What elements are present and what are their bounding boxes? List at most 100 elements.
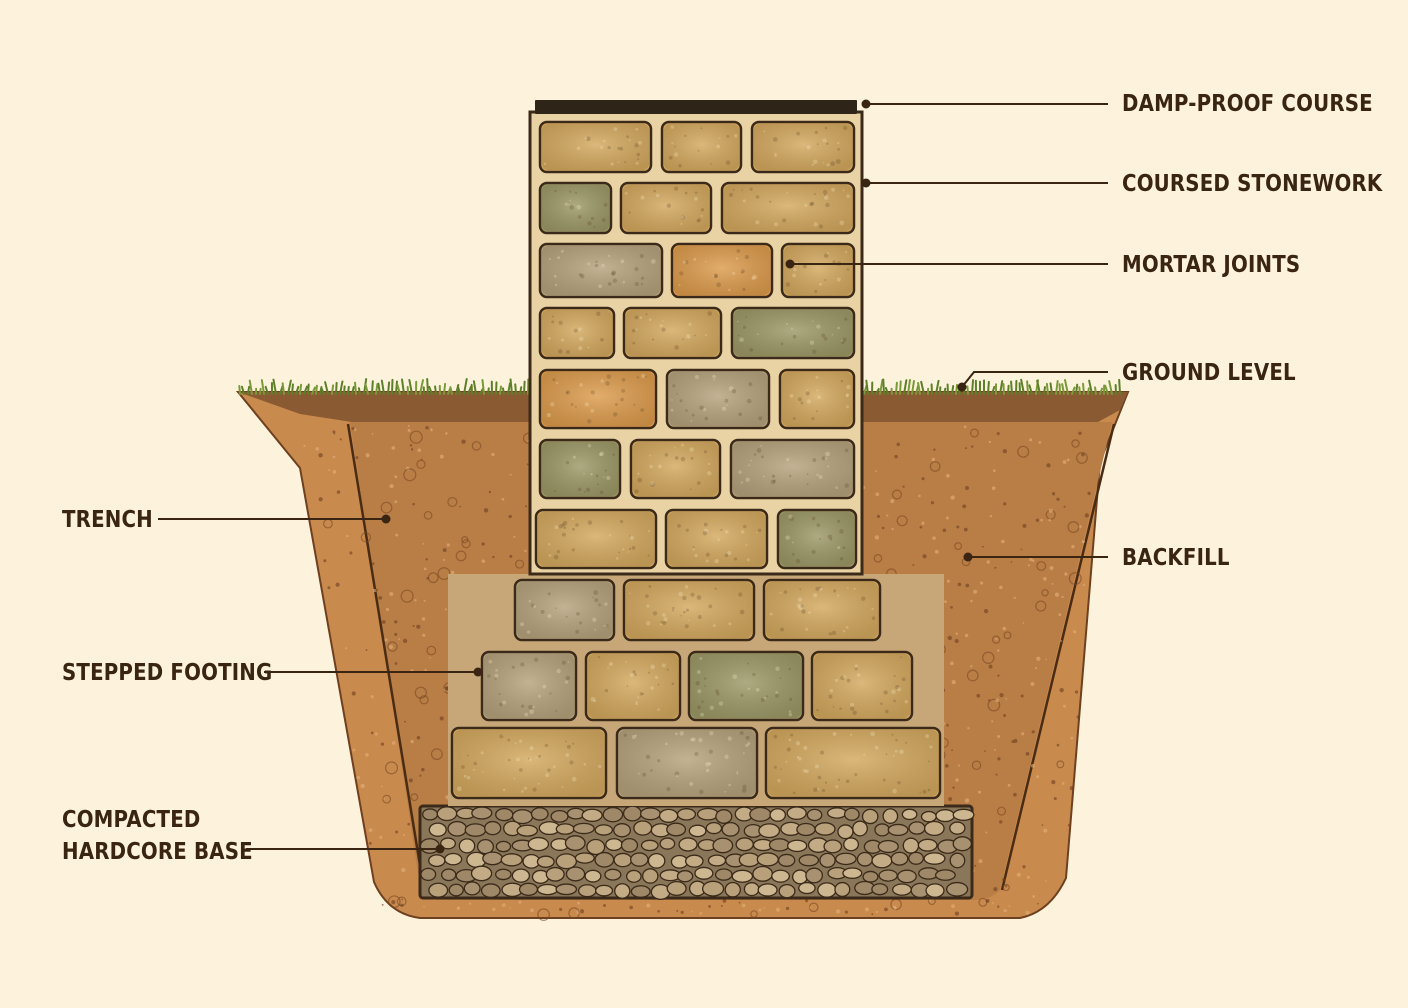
soil-speck bbox=[945, 516, 949, 520]
stone-texture bbox=[456, 786, 462, 792]
soil-speck bbox=[382, 794, 392, 804]
soil-speck bbox=[1056, 743, 1060, 747]
stone-texture bbox=[788, 738, 792, 742]
soil-speck bbox=[1002, 449, 1007, 454]
stone-texture bbox=[751, 276, 755, 280]
soil-speck bbox=[407, 428, 411, 432]
stone-texture bbox=[705, 559, 709, 563]
hardcore-pebble bbox=[806, 808, 823, 822]
stone-texture bbox=[593, 699, 597, 703]
soil-speck bbox=[1005, 697, 1008, 700]
soil-speck bbox=[896, 442, 900, 447]
soil-speck bbox=[332, 469, 337, 474]
grass-blade bbox=[519, 386, 523, 395]
stone-texture bbox=[533, 605, 536, 608]
soil-speck bbox=[1022, 523, 1027, 528]
stone-texture bbox=[671, 609, 675, 612]
hardcore-pebble bbox=[688, 824, 707, 838]
stone-texture bbox=[473, 761, 478, 766]
soil-speck bbox=[391, 446, 396, 450]
stone-texture bbox=[813, 787, 818, 793]
soil-speck bbox=[1020, 548, 1023, 551]
hardcore-pebble bbox=[594, 884, 614, 897]
soil-speck bbox=[894, 907, 897, 910]
stone-texture bbox=[684, 191, 688, 195]
stone-texture bbox=[603, 476, 605, 478]
stone-texture bbox=[683, 610, 686, 614]
stone-texture bbox=[743, 524, 747, 529]
stone-texture bbox=[644, 375, 647, 378]
stone-texture bbox=[639, 692, 643, 696]
stone-texture bbox=[647, 554, 650, 557]
soil-speck bbox=[971, 445, 974, 448]
soil-speck bbox=[946, 723, 949, 727]
stone-texture bbox=[632, 341, 636, 345]
hardcore-pebble bbox=[697, 807, 719, 821]
hardcore-pebble bbox=[756, 852, 779, 867]
soil-speck bbox=[381, 785, 383, 788]
stone-texture bbox=[742, 784, 747, 789]
soil-speck bbox=[763, 907, 766, 909]
stone-shading bbox=[734, 310, 852, 356]
label-coursed-stonework: COURSED STONEWORK bbox=[1122, 171, 1383, 197]
soil-speck bbox=[1059, 687, 1064, 693]
grass-blade bbox=[1002, 383, 1005, 395]
soil-speck bbox=[1071, 439, 1080, 448]
stone-texture bbox=[615, 557, 619, 560]
stone-texture bbox=[600, 337, 604, 342]
hardcore-pebble bbox=[613, 852, 633, 868]
stone-texture bbox=[619, 146, 624, 151]
soil-speck bbox=[1007, 783, 1011, 787]
soil-speck bbox=[394, 620, 398, 624]
stone-texture bbox=[786, 747, 791, 752]
soil-speck bbox=[400, 903, 404, 907]
soil-speck bbox=[950, 606, 953, 609]
soil-speck bbox=[1048, 518, 1051, 522]
grass-blade bbox=[879, 379, 884, 395]
stone-texture bbox=[712, 624, 716, 628]
soil-speck bbox=[1025, 751, 1030, 756]
hardcore-pebble bbox=[602, 806, 624, 823]
grass-blade bbox=[509, 378, 513, 395]
soil-speck bbox=[1021, 732, 1025, 736]
stone-texture bbox=[556, 550, 561, 554]
hardcore-pebble bbox=[565, 866, 586, 882]
stone-texture bbox=[688, 619, 690, 622]
stone-texture bbox=[587, 262, 591, 266]
stone-shading bbox=[780, 512, 854, 566]
stone-texture bbox=[772, 137, 778, 142]
stone-texture bbox=[610, 162, 614, 166]
soil-speck bbox=[394, 632, 398, 637]
stone-texture bbox=[760, 444, 762, 447]
stone-texture bbox=[777, 778, 781, 783]
soil-speck bbox=[1041, 824, 1044, 827]
soil-speck bbox=[965, 486, 970, 491]
soil-speck bbox=[1053, 797, 1057, 801]
stone-texture bbox=[806, 389, 809, 392]
soil-speck bbox=[1002, 626, 1007, 631]
stone-texture bbox=[831, 630, 837, 636]
grass-blade bbox=[903, 379, 908, 395]
stone-texture bbox=[670, 408, 674, 412]
stone-texture bbox=[739, 609, 745, 615]
stone-texture bbox=[837, 778, 841, 781]
stone-texture bbox=[552, 378, 556, 382]
stone-texture bbox=[561, 523, 565, 527]
grass-blade bbox=[291, 383, 294, 395]
soil-speck bbox=[997, 734, 1001, 738]
soil-speck bbox=[1011, 740, 1015, 744]
stone-shading bbox=[674, 246, 770, 295]
stone-texture bbox=[657, 708, 660, 711]
stone-texture bbox=[555, 709, 558, 712]
stone-texture bbox=[842, 337, 847, 342]
stone-texture bbox=[607, 666, 609, 669]
hardcore-pebble bbox=[752, 865, 774, 882]
grass-blade bbox=[426, 378, 429, 395]
grass-blade bbox=[467, 385, 472, 395]
stone-texture bbox=[775, 693, 779, 698]
hardcore-pebble bbox=[545, 866, 565, 882]
soil-speck bbox=[991, 486, 996, 491]
stone-texture bbox=[502, 700, 507, 705]
stone-shading bbox=[538, 512, 654, 566]
stone-texture bbox=[587, 346, 590, 349]
